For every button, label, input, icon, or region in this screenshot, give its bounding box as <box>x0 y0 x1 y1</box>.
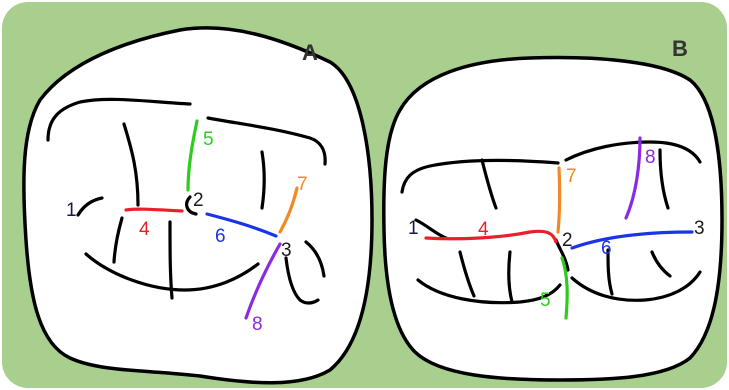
label-a-7: 7 <box>297 174 308 195</box>
label-b-4: 4 <box>478 219 489 240</box>
label-b-7: 7 <box>566 166 577 187</box>
panel-b-label: B <box>672 36 688 61</box>
label-a-2: 2 <box>193 190 204 211</box>
tooth-b-outline <box>384 58 722 380</box>
fissure-a-4 <box>126 209 182 211</box>
label-a-6: 6 <box>215 226 226 247</box>
label-a-4: 4 <box>139 219 150 240</box>
panel-b: 1 2 3 4 5 6 7 8 B <box>384 36 722 380</box>
label-b-1: 1 <box>408 218 419 239</box>
label-a-8: 8 <box>252 314 263 335</box>
panel-a: 1 2 3 4 5 6 7 8 A <box>24 28 372 383</box>
fissure-b-7 <box>558 168 560 232</box>
panel-a-label: A <box>302 40 318 65</box>
label-a-5: 5 <box>203 129 214 150</box>
label-b-6: 6 <box>601 238 612 259</box>
label-b-5: 5 <box>540 290 551 311</box>
label-b-3: 3 <box>694 218 705 239</box>
label-a-1: 1 <box>66 200 77 221</box>
label-b-2: 2 <box>562 230 573 251</box>
label-b-8: 8 <box>645 147 656 168</box>
label-a-3: 3 <box>281 240 292 261</box>
